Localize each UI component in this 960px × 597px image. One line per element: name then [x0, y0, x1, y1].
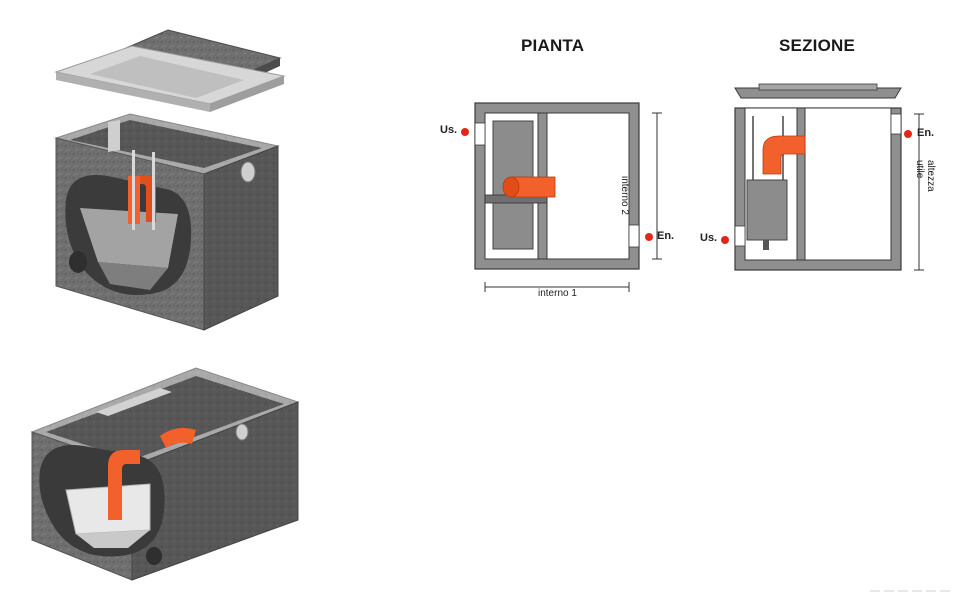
section-outlet-marker: [721, 236, 729, 244]
section-inlet-label: En.: [917, 127, 935, 139]
pit-lower-body: [30, 367, 300, 581]
section-dim-height: altezza utile: [914, 160, 936, 192]
plan-drawing: [474, 102, 662, 292]
plan-inlet-marker: [645, 233, 653, 241]
plan-dim-internal-2: interno 2: [619, 176, 630, 215]
plan-outlet-marker: [461, 128, 469, 136]
plan-outlet-label: Us.: [440, 124, 458, 136]
pit-upper-body: [54, 113, 280, 331]
isometric-illustrations: [30, 29, 300, 581]
footer-rule: [870, 590, 950, 592]
lid-frame: [54, 45, 286, 112]
section-title: SEZIONE: [779, 36, 856, 55]
section-outlet-label: Us.: [700, 232, 718, 244]
section-inlet-marker: [904, 130, 912, 138]
plan-dim-internal-1: interno 1: [538, 288, 577, 299]
plan-title: PIANTA: [521, 36, 585, 55]
plan-inlet-label: En.: [657, 230, 675, 242]
section-drawing: [734, 83, 924, 271]
